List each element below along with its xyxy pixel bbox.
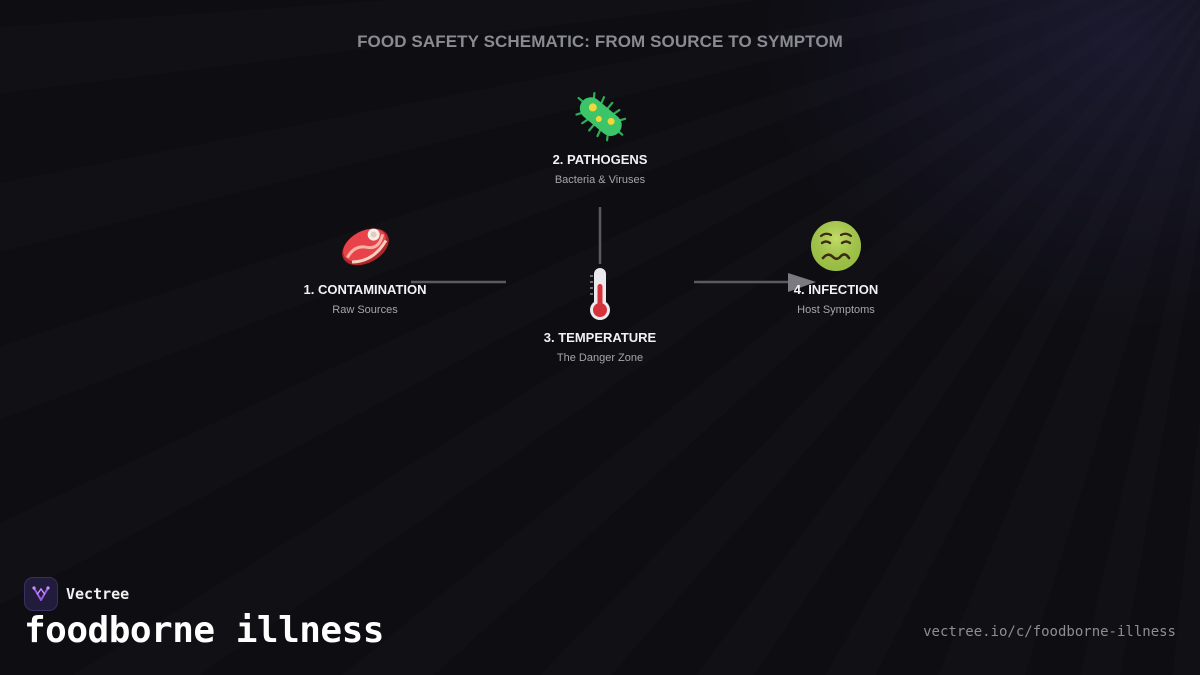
meat-icon [255, 218, 475, 274]
node-label: 3. TEMPERATURE [543, 330, 657, 345]
node-temperature: 3. TEMPERATURE The Danger Zone [490, 266, 710, 364]
node-infection: 4. INFECTION Host Symptoms [726, 218, 946, 316]
microbe-icon [490, 88, 710, 144]
thermometer-icon [490, 266, 710, 322]
node-label: 2. PATHOGENS [552, 152, 648, 167]
vectree-logo-icon [24, 577, 58, 611]
topic-title: foodborne illness [24, 610, 384, 651]
node-pathogens: 2. PATHOGENS Bacteria & Viruses [490, 88, 710, 186]
node-contamination: 1. CONTAMINATION Raw Sources [255, 218, 475, 316]
node-sublabel: Host Symptoms [797, 304, 875, 316]
node-sublabel: Bacteria & Viruses [554, 174, 646, 186]
diagram-title: FOOD SAFETY SCHEMATIC: FROM SOURCE TO SY… [357, 32, 843, 51]
source-url: vectree.io/c/foodborne-illness [923, 624, 1176, 640]
node-label: 1. CONTAMINATION [303, 282, 427, 297]
node-sublabel: The Danger Zone [556, 352, 644, 364]
nauseated-face-icon [726, 218, 946, 274]
brand-name: Vectree [66, 585, 130, 603]
node-label: 4. INFECTION [793, 282, 879, 297]
brand: Vectree [24, 577, 129, 611]
node-sublabel: Raw Sources [332, 304, 398, 316]
